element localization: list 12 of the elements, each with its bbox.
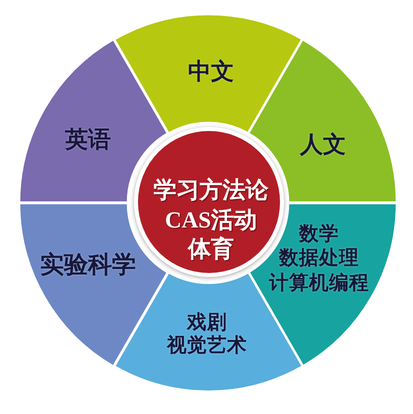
segment-label: 数学 [299,222,339,246]
center-label: 体育 [188,236,234,264]
segment-label: 计算机编程 [269,272,369,296]
segment-label: 人文 [300,131,346,159]
segment-label: 实验科学 [40,252,136,280]
segment-label: 中文 [188,58,234,86]
center-label: CAS活动 [164,206,257,234]
segment-label: 戏剧 [187,312,227,334]
center-label: 学习方法论 [154,176,268,204]
segment-label: 视觉艺术 [167,334,247,358]
segment-label: 数据处理 [279,247,359,271]
segment-label: 英语 [65,126,111,154]
